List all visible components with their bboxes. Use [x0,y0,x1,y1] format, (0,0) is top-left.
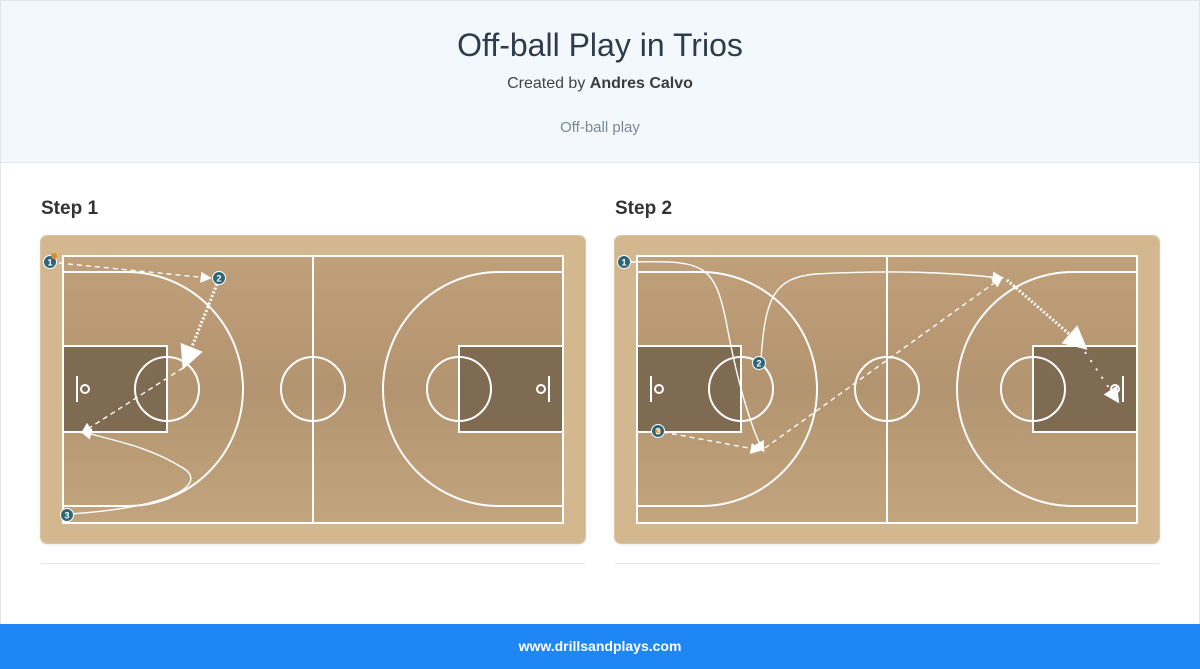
player-3-number: 3 [64,511,69,521]
player-2-number: 2 [756,359,761,369]
site-footer: www.drillsandplays.com [0,624,1200,669]
step-2-divider [615,563,1159,564]
player-3-number: 3 [655,427,660,437]
player-3-marker: 3 [60,508,74,522]
step-2-court: 1 2 3 [615,236,1159,543]
player-1-number: 1 [621,258,626,268]
player-2-number: 2 [216,274,221,284]
step-1-divider [41,563,585,564]
player-2-marker: 2 [212,271,226,285]
player-1-marker: 1 [43,253,57,269]
footer-site-link[interactable]: www.drillsandplays.com [518,638,682,654]
page-header: Off-ball Play in Trios Created by Andres… [1,1,1199,163]
step-2-section: Step 2 [615,198,1159,564]
player-3-marker: 3 [651,424,665,438]
category-tag: Off-ball play [560,119,640,136]
step-1-title: Step 1 [41,198,99,219]
author-name: Andres Calvo [589,75,693,92]
page-title: Off-ball Play in Trios [457,27,743,63]
step-2-title: Step 2 [615,198,673,219]
player-1-marker: 1 [617,255,631,269]
player-1-number: 1 [47,258,52,268]
step-1-section: Step 1 [41,198,585,564]
step-1-court: 1 2 3 [41,236,585,543]
byline: Created by Andres Calvo [1,75,1199,93]
player-2-marker: 2 [752,356,766,370]
court-diagram: 1 2 3 [615,236,1159,543]
court-diagram: 1 2 3 [41,236,585,543]
byline-prefix: Created by [507,75,586,92]
